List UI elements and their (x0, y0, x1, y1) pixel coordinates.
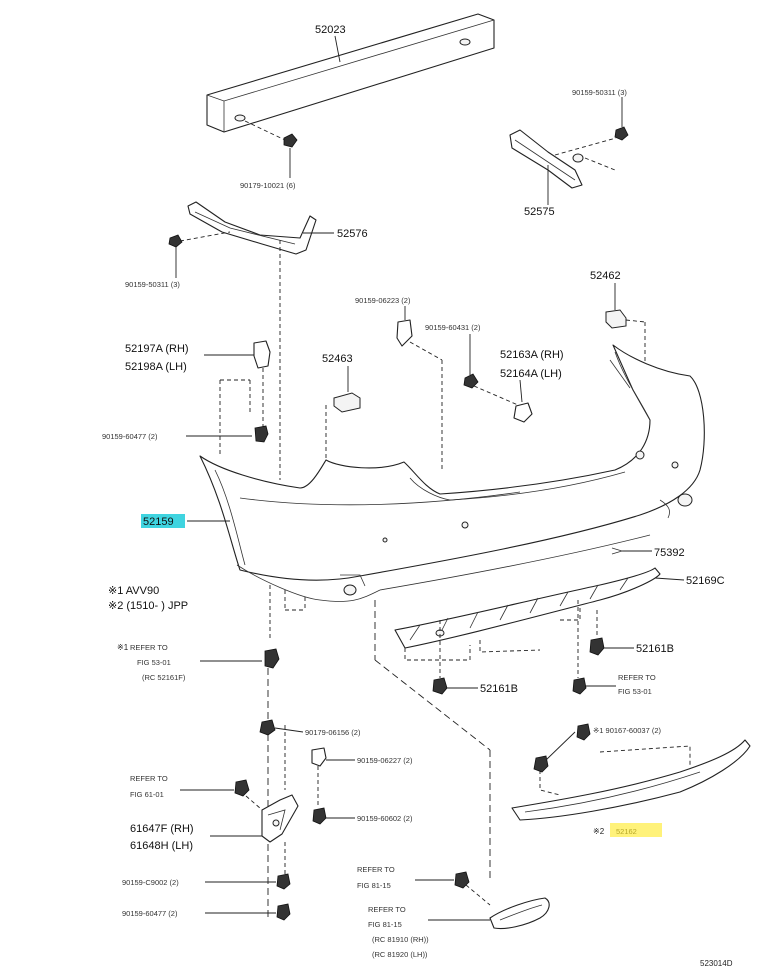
part-52159-bumper-cover[interactable] (199, 344, 705, 602)
refer-a-line2: FIG 53-01 (137, 658, 171, 667)
refer-a-mark: ※1 (117, 643, 129, 652)
clip-icon (533, 755, 549, 773)
refer-e-line4: (RC 81920 (LH)) (372, 950, 428, 959)
bolt-icon (264, 648, 280, 669)
label-52198A: 52198A (LH) (125, 361, 187, 373)
bolt-icon (432, 677, 448, 695)
label-90179-06156: 90179-06156 (2) (305, 728, 361, 737)
refer-c-line2: FIG 61-01 (130, 790, 164, 799)
part-52169C-lower-absorber[interactable] (394, 567, 661, 661)
refer-b-line2: FIG 53-01 (618, 687, 652, 696)
note-2-bottom: ※2 (593, 827, 605, 836)
label-52463: 52463 (322, 353, 353, 365)
label-52164A: 52164A (LH) (500, 368, 562, 380)
label-garnish: 52162 (616, 827, 637, 836)
part-52576-bracket[interactable] (187, 201, 317, 255)
label-75392: 75392 (654, 547, 685, 559)
clip-icon (576, 723, 591, 741)
label-90159-50311-a: 90159-50311 (3) (572, 88, 627, 97)
label-90159-60431: 90159-60431 (2) (425, 323, 481, 332)
label-90159-C9002: 90159-C9002 (2) (122, 878, 179, 887)
note-1: ※1 AVV90 (108, 585, 159, 597)
label-52576: 52576 (337, 228, 368, 240)
label-90159-60477-a: 90159-60477 (2) (102, 432, 158, 441)
bolt-icon (463, 373, 479, 389)
diagram-id: 523014D (700, 959, 733, 968)
clip-icon (311, 747, 327, 767)
label-90159-06223: 90159-06223 (2) (355, 296, 411, 305)
part-52023-reinforcement[interactable] (206, 13, 495, 133)
label-52161B-a: 52161B (636, 643, 674, 655)
bolt-icon (254, 425, 269, 443)
reflector-part[interactable] (489, 897, 550, 930)
bolt-icon (572, 677, 587, 695)
label-90159-50311-b: 90159-50311 (3) (125, 280, 180, 289)
refer-b-line1: REFER TO (618, 673, 656, 682)
label-61647F: 61647F (RH) (130, 823, 194, 835)
part-52463-retainer[interactable] (333, 392, 361, 413)
label-90167-60037: ※1 90167-60037 (2) (593, 726, 662, 735)
label-61648H: 61648H (LH) (130, 840, 193, 852)
bolt-icon (312, 807, 327, 825)
bolt-icon (589, 637, 605, 656)
label-90159-60602: 90159-60602 (2) (357, 814, 413, 823)
label-52159: 52159 (143, 516, 174, 528)
refer-e-line1: REFER TO (368, 905, 406, 914)
part-52462-retainer[interactable] (605, 309, 627, 329)
part-52575-bracket[interactable] (509, 129, 584, 189)
bolt-icon (276, 903, 291, 921)
nut-icon (283, 133, 298, 148)
highlight-garnish (610, 823, 662, 837)
bolt-icon (614, 126, 629, 141)
note-2: ※2 (1510- ) JPP (108, 600, 188, 612)
label-90159-60477-b: 90159-60477 (2) (122, 909, 178, 918)
part-lower-garnish[interactable] (511, 739, 751, 821)
nut-icon (276, 873, 291, 890)
refer-e-line3: (RC 81910 (RH)) (372, 935, 429, 944)
bolt-icon (168, 234, 183, 248)
label-52023: 52023 (315, 24, 346, 36)
part-52163A-retainer[interactable] (513, 402, 533, 423)
refer-d-line1: REFER TO (357, 865, 395, 874)
highlight-52159 (141, 514, 185, 528)
label-90179-10021: 90179-10021 (6) (240, 181, 296, 190)
clip-icon (396, 319, 413, 347)
refer-a-line1: REFER TO (130, 643, 168, 652)
label-52161B-b: 52161B (480, 683, 518, 695)
part-61647F-bracket[interactable] (261, 794, 299, 843)
refer-e-line2: FIG 81-15 (368, 920, 402, 929)
label-52197A: 52197A (RH) (125, 343, 189, 355)
label-90159-06227: 90159-06227 (2) (357, 756, 413, 765)
label-52575: 52575 (524, 206, 555, 218)
label-52169C: 52169C (686, 575, 725, 587)
label-52462: 52462 (590, 270, 621, 282)
refer-a-line3: (RC 52161F) (142, 673, 186, 682)
label-52163A: 52163A (RH) (500, 349, 564, 361)
refer-c-line1: REFER TO (130, 774, 168, 783)
nut-icon (259, 719, 276, 736)
refer-d-line2: FIG 81-15 (357, 881, 391, 890)
nut-icon (234, 779, 250, 797)
part-52197A-clip[interactable] (253, 340, 271, 369)
